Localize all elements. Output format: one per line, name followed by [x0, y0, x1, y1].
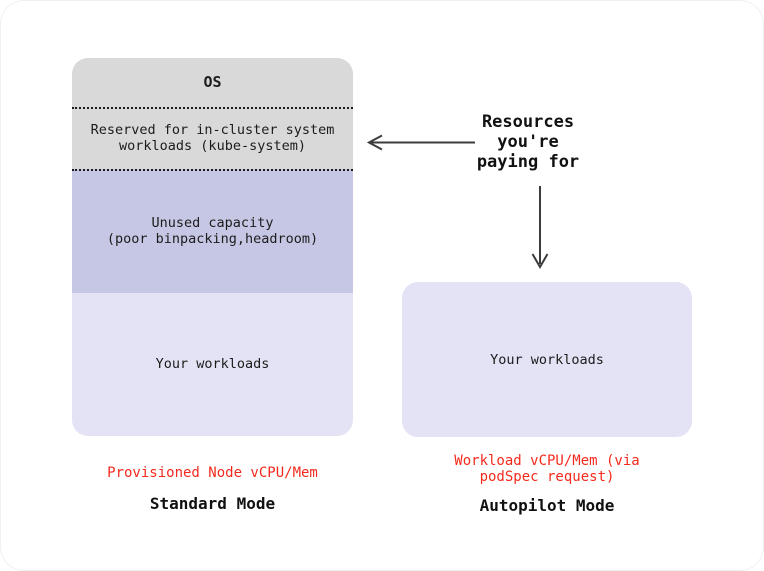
os-section: OS: [72, 58, 353, 107]
autopilot-mode-label: Autopilot Mode: [479, 496, 615, 515]
resources-paying-for-label: Resources you're paying for: [476, 112, 580, 172]
standard-mode-label: Standard Mode: [149, 494, 276, 513]
reserved-system-section: Reserved for in-cluster system workloads…: [72, 107, 353, 169]
autopilot-workloads-label: Your workloads: [490, 351, 604, 368]
unused-capacity-section: Unused capacity (poor binpacking,headroo…: [72, 169, 353, 293]
autopilot-workloads-box: Your workloads: [402, 282, 692, 437]
os-section-label: OS: [203, 72, 222, 91]
standard-node-stack: OS Reserved for in-cluster system worklo…: [72, 58, 353, 436]
standard-cost-label: Provisioned Node vCPU/Mem: [107, 465, 318, 481]
autopilot-cost-label: Workload vCPU/Mem (via podSpec request): [454, 453, 640, 485]
standard-workloads-label: Your workloads: [155, 355, 270, 372]
arrow-down-icon: [531, 186, 549, 270]
unused-capacity-label: Unused capacity (poor binpacking,headroo…: [106, 215, 319, 247]
standard-workloads-section: Your workloads: [72, 293, 353, 436]
reserved-system-label: Reserved for in-cluster system workloads…: [90, 122, 335, 154]
